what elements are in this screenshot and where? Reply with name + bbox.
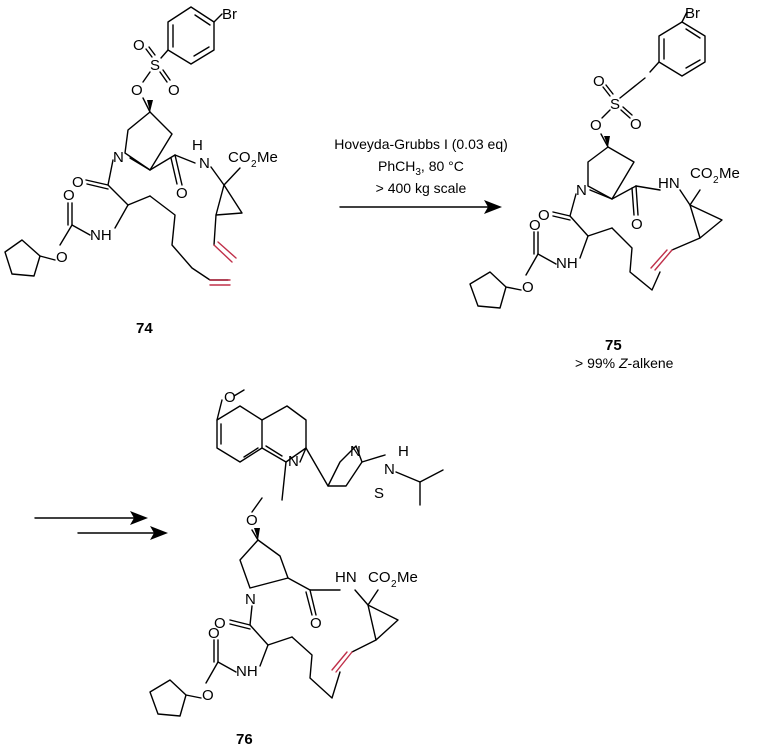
quinoline-n-label: N: [288, 453, 299, 470]
nitrogen-label: N: [113, 149, 124, 166]
cyclopropane-ring: [215, 184, 243, 216]
isopropylamine-n-label: N: [384, 461, 395, 478]
svg-text:2: 2: [391, 579, 397, 590]
benzene-ring: [167, 6, 215, 65]
carbamate-oxygen-label: O: [529, 217, 541, 234]
cyclopropane-ring: [689, 204, 723, 239]
amide-oxygen-label: O: [176, 185, 188, 202]
ester-label-co: CO: [228, 149, 251, 166]
carbamate-ester-oxygen-label: O: [56, 249, 68, 266]
bromine-label: Br: [222, 6, 237, 23]
bromine-label: Br: [685, 5, 700, 22]
alkyl-chain: [149, 195, 229, 281]
reaction-arrow-1: Hoveyda-Grubbs I (0.03 eq) PhCH3, 80 °C …: [334, 136, 508, 214]
carbamate-ester-oxygen-label: O: [202, 687, 214, 704]
ester-label-co: CO: [368, 569, 391, 586]
sulfur-label: S: [150, 57, 160, 74]
ester-oxygen-label: O: [590, 117, 602, 134]
ether-oxygen-label: O: [246, 512, 258, 529]
svg-text:2: 2: [251, 159, 257, 170]
solvent-text: PhCH3, 80 °C: [378, 158, 464, 178]
acyl-oxygen-label: O: [72, 174, 84, 191]
isopropylamine-h-label: H: [398, 443, 409, 460]
selectivity-note: > 99% Z-alkene: [575, 355, 674, 371]
sulfonyl-oxygen-label: O: [168, 82, 180, 99]
carbamate-ester-oxygen-label: O: [522, 279, 534, 296]
ester-label-co: CO: [690, 165, 713, 182]
sulfonyl-oxygen-label: O: [133, 37, 145, 54]
thiazole-n-label: N: [350, 443, 361, 460]
compound-75-label: 75: [605, 337, 622, 354]
compound-75: Br S O O O N O HN CO 2 Me O: [469, 5, 740, 371]
cyclopentane-ring: [4, 239, 41, 277]
sulfonyl-oxygen-label: O: [630, 116, 642, 133]
svg-text:2: 2: [713, 175, 719, 186]
carbamate-nh-label: NH: [236, 663, 258, 680]
carbamate-oxygen-label: O: [208, 625, 220, 642]
acyl-oxygen-label: O: [538, 207, 550, 224]
amide-nh-label: H: [192, 137, 203, 154]
sulfonyl-oxygen-label: O: [593, 73, 605, 90]
compound-76: O N N S H N O N O HN: [149, 389, 444, 748]
quinoline-pyridine-ring: [261, 405, 307, 463]
compound-74-label: 74: [136, 320, 153, 337]
compound-76-label: 76: [236, 731, 253, 748]
acyl-oxygen-label: O: [214, 615, 226, 632]
carbamate-nh-label: NH: [556, 255, 578, 272]
cyclopropane-ring: [367, 604, 399, 641]
svg-text:Me: Me: [719, 165, 740, 182]
reaction-arrow-2: [34, 511, 168, 540]
compound-74: Br S O O O N O H N CO 2 Me: [4, 6, 278, 337]
svg-text:Me: Me: [257, 149, 278, 166]
quinoline-benzo-ring: [216, 405, 263, 463]
nitrogen-label: N: [576, 182, 587, 199]
nitrogen-label: N: [245, 591, 256, 608]
cyclopentane-ring: [149, 679, 187, 717]
alkyl-chain: [291, 636, 341, 699]
alkyl-chain: [611, 227, 661, 291]
carbamate-nh-label: NH: [90, 227, 112, 244]
cyclopentane-ring: [469, 271, 507, 309]
amide-oxygen-label: O: [310, 615, 322, 632]
benzene-ring: [658, 21, 706, 77]
pyrrolidine-ring: [239, 539, 289, 589]
pyrrolidine-ring: [124, 111, 173, 171]
amide-n-label: N: [199, 155, 210, 172]
thiazole-ring: [327, 445, 363, 487]
svg-text:Me: Me: [397, 569, 418, 586]
carbamate-oxygen-label: O: [63, 187, 75, 204]
amide-hn-label: HN: [335, 569, 357, 586]
pyrrolidine-ring: [587, 146, 635, 200]
amide-hn-label: HN: [658, 175, 680, 192]
ester-oxygen-label: O: [131, 82, 143, 99]
thiazole-s-label: S: [374, 485, 384, 502]
sulfur-label: S: [610, 96, 620, 113]
methoxy-oxygen-label: O: [224, 389, 236, 406]
catalyst-text: Hoveyda-Grubbs I (0.03 eq): [334, 136, 508, 152]
scale-text: > 400 kg scale: [376, 180, 467, 196]
amide-oxygen-label: O: [631, 216, 643, 233]
